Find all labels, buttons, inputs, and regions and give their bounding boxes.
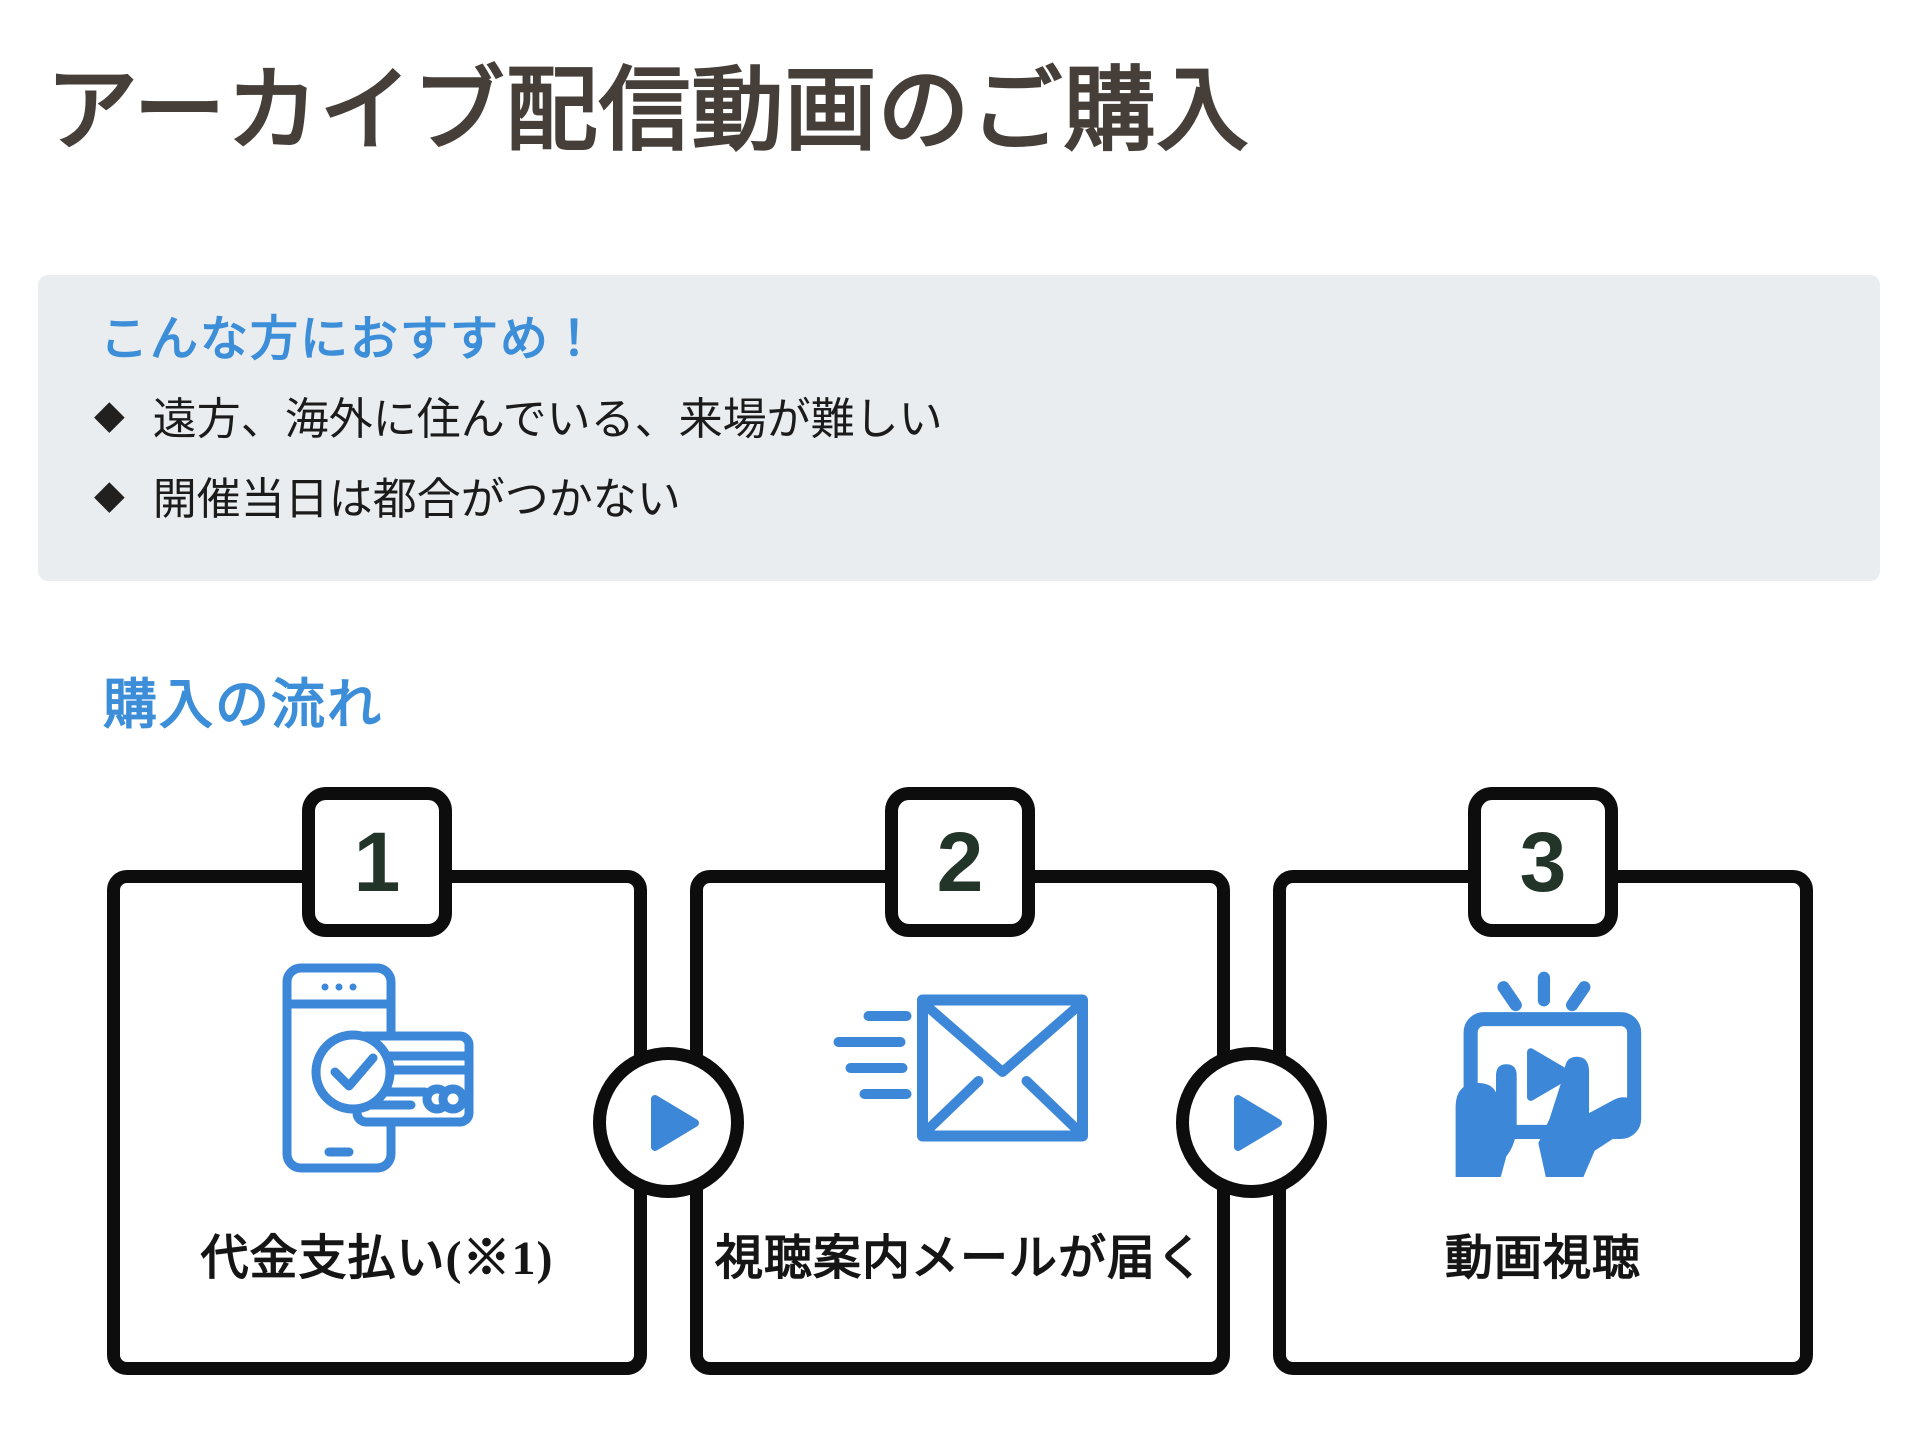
- step-label: 動画視聴: [1444, 1232, 1641, 1285]
- play-arrow-icon: [650, 1094, 699, 1151]
- list-item: ◆ 開催当日は都合がつかない: [94, 463, 681, 527]
- step-label: 代金支払い(※1): [200, 1232, 554, 1285]
- step-number-badge: 3: [1468, 787, 1618, 937]
- flow-step-box-3: [1273, 870, 1813, 1375]
- step-number: 2: [936, 814, 984, 909]
- step-icon-area: [690, 948, 1230, 1188]
- watch-video-icon: [1455, 971, 1642, 1177]
- diamond-bullet-icon: ◆: [94, 392, 125, 438]
- step-number: 1: [353, 814, 401, 909]
- step-number-badge: 1: [302, 787, 452, 937]
- step-label: 視聴案内メールが届く: [714, 1232, 1205, 1285]
- step-number: 3: [1519, 814, 1567, 909]
- step-number-badge: 2: [885, 787, 1035, 937]
- play-arrow-icon: [1233, 1094, 1282, 1151]
- flow-arrow-circle: [1176, 1047, 1327, 1198]
- step-icon-area: [1273, 948, 1813, 1188]
- step-icon-area: [107, 948, 647, 1188]
- bullet-text: 遠方、海外に住んでいる、来場が難しい: [152, 395, 943, 444]
- diamond-bullet-icon: ◆: [94, 472, 125, 518]
- list-item: ◆ 遠方、海外に住んでいる、来場が難しい: [94, 383, 943, 447]
- bullet-text: 開催当日は都合がつかない: [152, 475, 681, 524]
- recommend-box: こんな方におすすめ！ ◆ 遠方、海外に住んでいる、来場が難しい ◆ 開催当日は都…: [38, 275, 1880, 581]
- flow-arrow-circle: [593, 1047, 744, 1198]
- mobile-payment-icon: [282, 963, 474, 1173]
- speeding-email-icon: [833, 994, 1088, 1142]
- page-title: アーカイブ配信動画のご購入: [46, 60, 1250, 162]
- flow-heading: 購入の流れ: [103, 675, 383, 735]
- recommend-heading: こんな方におすすめ！: [100, 313, 601, 366]
